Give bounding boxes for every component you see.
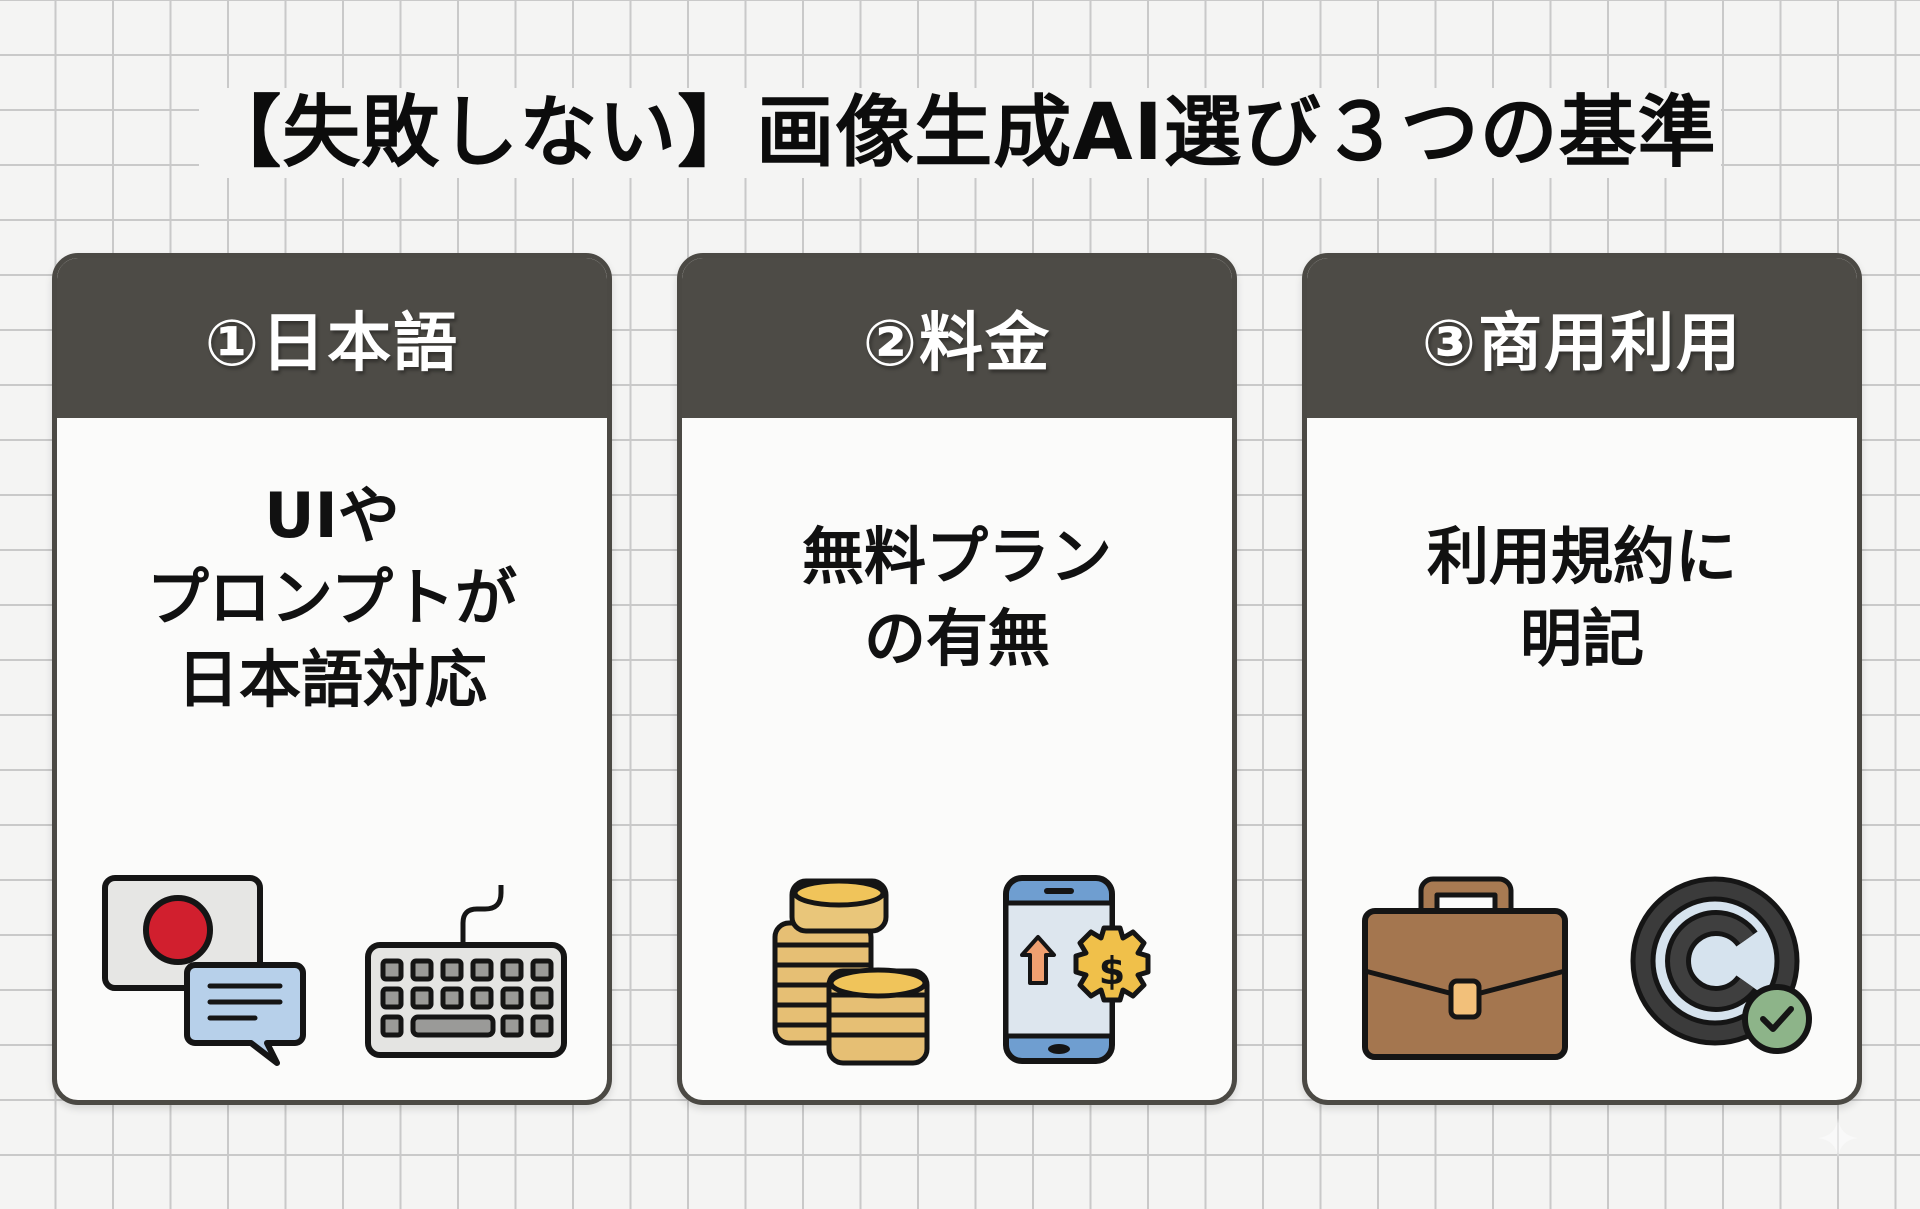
card-header: ①日本語 xyxy=(57,258,607,418)
copyright-icon xyxy=(1630,876,1812,1054)
criteria-card-pricing: ②料金 無料プラン の有無 $ xyxy=(677,253,1237,1105)
card-line: 無料プラン xyxy=(801,520,1112,593)
card-icons: $ xyxy=(682,868,1232,1068)
dollar-gear-icon: $ xyxy=(1073,925,1151,1003)
card-body: 利用規約に 明記 xyxy=(1307,418,1857,778)
card-icons xyxy=(1307,868,1857,1068)
svg-text:$: $ xyxy=(1099,949,1125,993)
smartphone-upgrade-icon: $ xyxy=(1003,875,1151,1064)
speech-bubble-icon xyxy=(184,962,306,1066)
card-line: プロンプトが xyxy=(146,561,518,634)
keyboard-icon xyxy=(365,885,567,1058)
card-body: 無料プラン の有無 xyxy=(682,418,1232,778)
card-line: 利用規約に xyxy=(1426,520,1737,593)
card-line: UIや xyxy=(264,479,400,552)
card-body: UIや プロンプトが 日本語対応 xyxy=(57,418,607,778)
page-title-text: 【失敗しない】画像生成AI選び３つの基準 xyxy=(199,88,1721,178)
criteria-card-japanese: ①日本語 UIや プロンプトが 日本語対応 xyxy=(52,253,612,1105)
card-header: ②料金 xyxy=(682,258,1232,418)
briefcase-icon xyxy=(1362,876,1568,1060)
card-line: 明記 xyxy=(1519,602,1644,675)
japan-flag-screen-icon xyxy=(102,875,306,1066)
check-badge-icon xyxy=(1742,984,1812,1054)
card-icons xyxy=(57,868,607,1068)
coin-stacks-icon xyxy=(772,878,930,1066)
sparkle-watermark-icon xyxy=(1818,1118,1858,1158)
card-line: 日本語対応 xyxy=(176,643,487,716)
criteria-card-commercial-use: ③商用利用 利用規約に 明記 xyxy=(1302,253,1862,1105)
card-line: の有無 xyxy=(863,602,1050,675)
page-title: 【失敗しない】画像生成AI選び３つの基準 xyxy=(0,78,1920,188)
card-header: ③商用利用 xyxy=(1307,258,1857,418)
